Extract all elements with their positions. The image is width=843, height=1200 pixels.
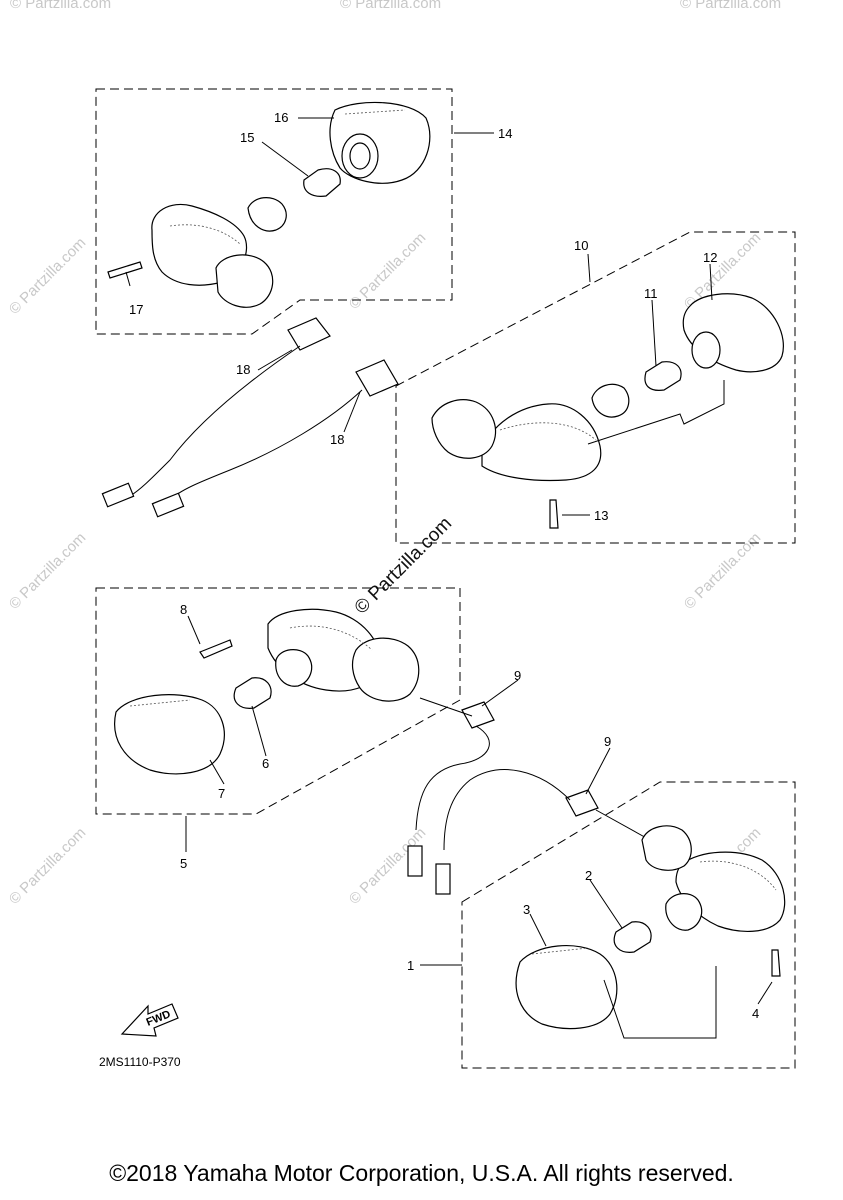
watermark-text: © Partzilla.com (680, 0, 781, 12)
watermark-text: © Partzilla.com (340, 0, 441, 12)
housing-icon (481, 403, 602, 482)
watermark-text: © Partzilla.com (6, 234, 89, 317)
assembly-box-1 (461, 781, 796, 1069)
callout-15: 15 (240, 130, 254, 145)
assembly-box-5 (95, 587, 461, 815)
lens-socket-inner-icon (349, 142, 371, 170)
lens-icon (114, 694, 225, 775)
callout-2: 2 (585, 868, 592, 883)
housing-hatch (499, 422, 597, 441)
callout-17: 17 (129, 302, 143, 317)
leader-15 (261, 141, 309, 177)
callout-18: 18 (236, 362, 250, 377)
housing-icon (675, 851, 786, 932)
leader-line (419, 697, 473, 717)
terminal-icon (101, 482, 135, 508)
arrow-icon (120, 1003, 179, 1037)
watermark-center: © Partzilla.com (351, 513, 456, 618)
watermark-text: © Partzilla.com (681, 529, 764, 612)
leader-7 (209, 759, 225, 785)
wire (443, 769, 571, 851)
leader-line (595, 809, 651, 841)
grommet-icon (565, 789, 599, 817)
leader-8 (187, 615, 201, 645)
assembly-5 (95, 587, 461, 815)
wire (169, 389, 363, 501)
leader-6 (251, 705, 267, 757)
housing-hatch (289, 625, 373, 651)
grommet-icon (461, 701, 495, 729)
bulb-socket-icon (275, 649, 313, 687)
callout-7: 7 (218, 786, 225, 801)
terminal-icon (151, 492, 185, 518)
housing-stem-icon (351, 637, 420, 702)
callout-18: 18 (330, 432, 344, 447)
housing-stem-icon (641, 825, 692, 871)
connector-icon (287, 317, 331, 351)
terminal-icon (407, 845, 423, 877)
leader-10 (587, 253, 591, 283)
callout-10: 10 (574, 238, 588, 253)
leader-2 (589, 879, 623, 929)
callout-9: 9 (604, 734, 611, 749)
leader-line (587, 380, 725, 445)
connector-icon (355, 359, 399, 397)
assembly-14 (95, 88, 453, 335)
lens-hatch (531, 947, 589, 955)
callout-13: 13 (594, 508, 608, 523)
bulb-icon (613, 921, 652, 953)
watermark-text: © Partzilla.com (6, 529, 89, 612)
housing-hatch (699, 860, 777, 891)
bulb-icon (303, 168, 341, 197)
assembly-1 (461, 781, 796, 1069)
screw-icon (771, 949, 781, 977)
leader-9b (585, 747, 611, 795)
leader-line (603, 966, 717, 1039)
leader-17 (125, 271, 131, 287)
wire (129, 345, 301, 497)
copyright-notice: ©2018 Yamaha Motor Corporation, U.S.A. A… (109, 1160, 734, 1186)
callout-11: 11 (644, 286, 658, 301)
callout-3: 3 (523, 902, 530, 917)
diagram-code: 2MS1110-P370 (99, 1055, 181, 1069)
screw-icon (107, 261, 143, 279)
leader-12 (709, 263, 713, 301)
bulb-icon (644, 361, 682, 391)
leader-18a (257, 349, 293, 371)
leader-18b (343, 391, 361, 433)
leader-11 (651, 299, 657, 367)
bulb-socket-icon (665, 893, 703, 931)
callout-16: 16 (274, 110, 288, 125)
wire (415, 725, 490, 831)
screw-icon (549, 499, 559, 529)
watermark-text: © Partzilla.com (6, 824, 89, 907)
assembly-10 (395, 231, 796, 544)
callouts: 1 2 3 4 5 6 7 8 9 9 10 11 12 13 14 15 16… (129, 110, 759, 1021)
lens-socket-icon (691, 331, 721, 369)
callout-9: 9 (514, 668, 521, 683)
callout-5: 5 (180, 856, 187, 871)
callout-4: 4 (752, 1006, 759, 1021)
housing-stem-icon (215, 254, 274, 308)
callout-6: 6 (262, 756, 269, 771)
leader-3 (529, 913, 547, 947)
callout-8: 8 (180, 602, 187, 617)
bulb-icon (233, 677, 272, 709)
lens-icon (515, 944, 618, 1030)
leader-4 (757, 981, 773, 1005)
callout-14: 14 (498, 126, 512, 141)
callout-12: 12 (703, 250, 717, 265)
bulb-socket-icon (591, 383, 630, 418)
assembly-box-10 (395, 231, 796, 544)
callout-1: 1 (407, 958, 414, 973)
screw-icon (199, 639, 233, 659)
watermark-text: © Partzilla.com (10, 0, 111, 12)
terminal-icon (435, 863, 451, 895)
bulb-socket-icon (247, 197, 287, 232)
fwd-arrow-icon: FWD (120, 1003, 179, 1037)
callout-leaders (125, 117, 773, 1005)
leader-9a (481, 679, 519, 707)
housing-stem-icon (431, 399, 497, 459)
